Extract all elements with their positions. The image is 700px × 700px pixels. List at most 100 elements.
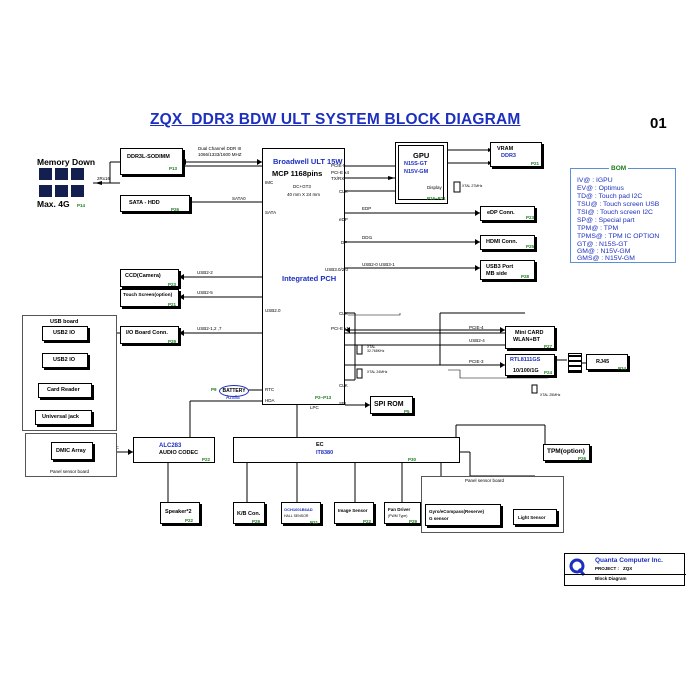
xtal-cpu2: XTAL 24MHz xyxy=(367,370,388,374)
usb3-port-label1: USB3 Port xyxy=(486,264,514,270)
usb3-port-label2: MB side xyxy=(486,271,508,277)
edp-bus-label: EDP xyxy=(362,206,372,211)
vram-label: VRAM xyxy=(497,146,514,152)
kb-label: K/B Con. xyxy=(237,511,261,517)
spi-rom-page: P5 xyxy=(404,409,410,414)
card-reader-label: Card Reader xyxy=(47,387,80,393)
universal-jack-label: Universal jack xyxy=(42,414,79,420)
memory-size: Max. 4G xyxy=(37,199,70,209)
company-name: Quanta Computer Inc. xyxy=(595,557,663,564)
spi-rom-block: SPI ROM P5 xyxy=(370,396,413,414)
ccd-block: CCD(Camera) P23 xyxy=(120,269,179,287)
speaker-block: Speaker*2 P22 xyxy=(160,502,200,524)
fan-sub: (PWM Type) xyxy=(388,514,408,518)
rj45-block: RJ45 P24 xyxy=(586,354,628,371)
battery-page: P9 xyxy=(211,387,217,392)
gyro-line2: G sensor xyxy=(429,516,449,521)
panel-board-label-right: Panel sensor board xyxy=(465,478,505,483)
panel-sensor-board-right: Panel sensor board Gyro/eCompass(Reserve… xyxy=(421,476,564,533)
lan-chip: RTL8111GS xyxy=(510,357,541,363)
cpu-pin-lpc: LPC xyxy=(310,405,319,410)
edp-conn-label: eDP Conn. xyxy=(487,210,515,216)
tpm-page: P26 xyxy=(578,456,587,461)
io-conn-label: I/O Board Conn. xyxy=(126,330,168,336)
diagram-title: ZQX_DDR3 BDW ULT SYSTEM BLOCK DIAGRAM xyxy=(150,111,521,128)
lan-block: RTL8111GS 10/100/1G P24 xyxy=(505,354,555,376)
lan-page: P24 xyxy=(544,370,553,375)
hdmi-conn-block: HDMI Conn. P25 xyxy=(480,235,535,250)
io-bus-label: USB2-1,2 ,7 xyxy=(197,326,222,331)
minicard-bus2: USB2-4 xyxy=(469,338,485,343)
minicard-label1: Mini CARD xyxy=(515,330,544,336)
ddr-label: DDR3L-SODIMM xyxy=(127,154,170,160)
battery-icon: BATTERY xyxy=(219,385,249,397)
gpu-display: Display xyxy=(427,185,442,190)
usb-io2-label: USB2 IO xyxy=(53,357,76,363)
speaker-label: Speaker*2 xyxy=(165,509,192,515)
ccd-bus-label: USB2-2 xyxy=(197,270,213,275)
gpu-block: GPU N15S-GT N15V-GM Display P16~P21 xyxy=(395,142,448,204)
bom-row: TSI@ : Touch screen I2C xyxy=(577,209,653,216)
page-number: 01 xyxy=(650,115,667,132)
panel-sensor-board-left: DMIC Array Panel sensor board xyxy=(25,433,117,477)
tpm-block: TPM(option) P26 xyxy=(543,444,590,461)
usb-io2-block: USB2 IO xyxy=(42,353,88,368)
lan-bus: PCIE-3 xyxy=(469,359,484,364)
usb3-port-block: USB3 Port MB side P28 xyxy=(480,260,535,280)
io-conn-block: I/O Board Conn. P29 xyxy=(120,326,179,344)
io-conn-page: P29 xyxy=(168,339,177,344)
cpu-pch: Integrated PCH xyxy=(282,274,337,283)
cpu-block: Broadwell ULT 15W MCP 1168pins DC+GT3 40… xyxy=(262,148,349,406)
tpm-label: TPM(option) xyxy=(547,448,585,455)
memory-down-label: Memory Down xyxy=(37,157,96,167)
ec-block: EC IT8380 P30 xyxy=(233,437,460,463)
dmic-label: DMIC Array xyxy=(56,448,86,454)
fan-label: Fan Driver xyxy=(388,507,411,512)
ccd-page: P23 xyxy=(168,282,177,287)
card-reader-block: Card Reader xyxy=(38,383,92,398)
hall-sensor-block: OCH1601B6AD HALL SENSOR P21 xyxy=(281,502,321,525)
bom-row: EV@ : Optimus xyxy=(577,185,624,192)
spi-rom-label: SPI ROM xyxy=(374,401,404,408)
touch-bus-label: USB2-5 xyxy=(197,290,213,295)
ec-label: EC xyxy=(316,442,324,448)
bom-row: SP@ : Special part xyxy=(577,217,635,224)
rj45-label: RJ45 xyxy=(596,359,610,365)
sata-bus-label: SATA0 xyxy=(232,196,246,201)
touch-page: P21 xyxy=(168,302,177,307)
cpu-pin-edp: eDP xyxy=(339,217,348,222)
hall-sub: HALL SENSOR xyxy=(284,514,309,518)
cpu-pin-spi: SPI xyxy=(339,401,347,406)
touch-block: Touch Screen(option) P21 xyxy=(120,289,179,307)
bom-row: GT@ : N15S-GT xyxy=(577,241,628,248)
ccd-label: CCD(Camera) xyxy=(125,273,161,279)
cpu-pin-clk1: CLK xyxy=(339,189,348,194)
xtal-cpu1-line2: 32.768KHz xyxy=(367,349,385,353)
usb-io1-label: USB2 IO xyxy=(53,330,76,336)
usb-io1-block: USB2 IO xyxy=(42,326,88,341)
universal-jack-block: Universal jack xyxy=(35,410,92,425)
sheet-title: Block Diagram xyxy=(595,576,627,581)
sata-hdd-block: SATA - HDD P26 xyxy=(120,195,190,212)
light-sensor-label: Light Sensor xyxy=(518,515,546,520)
panel-board-label-left: Panel sensor board xyxy=(50,469,90,474)
cpu-pin-hda: HDA xyxy=(265,398,275,403)
minicard-page: P27 xyxy=(544,344,553,349)
speaker-page: P22 xyxy=(185,518,194,523)
sata-hdd-page: P26 xyxy=(171,207,180,212)
gpu-opt2: N15V-GM xyxy=(404,169,429,175)
hdmi-bus-label: DDI1 xyxy=(362,235,373,240)
bom-row: TD@ : Touch pad I2C xyxy=(577,193,643,200)
memory-page: P14 xyxy=(77,203,86,208)
cpu-pin-pcie3: PCI-E x1 xyxy=(331,326,350,331)
hall-label: OCH1601B6AD xyxy=(284,507,313,512)
ec-chip: IT8380 xyxy=(316,450,334,456)
bom-row: TPM@ : TPM xyxy=(577,225,619,232)
vram-page: P21 xyxy=(531,161,540,166)
cpu-pin-usb: USB2.0 xyxy=(265,308,281,313)
cpu-pin-clk2: CLK xyxy=(339,311,348,316)
gyro-line1: Gyro/eCompass(Reserve) xyxy=(429,509,485,514)
cpu-pin-dp: DP xyxy=(341,240,348,245)
